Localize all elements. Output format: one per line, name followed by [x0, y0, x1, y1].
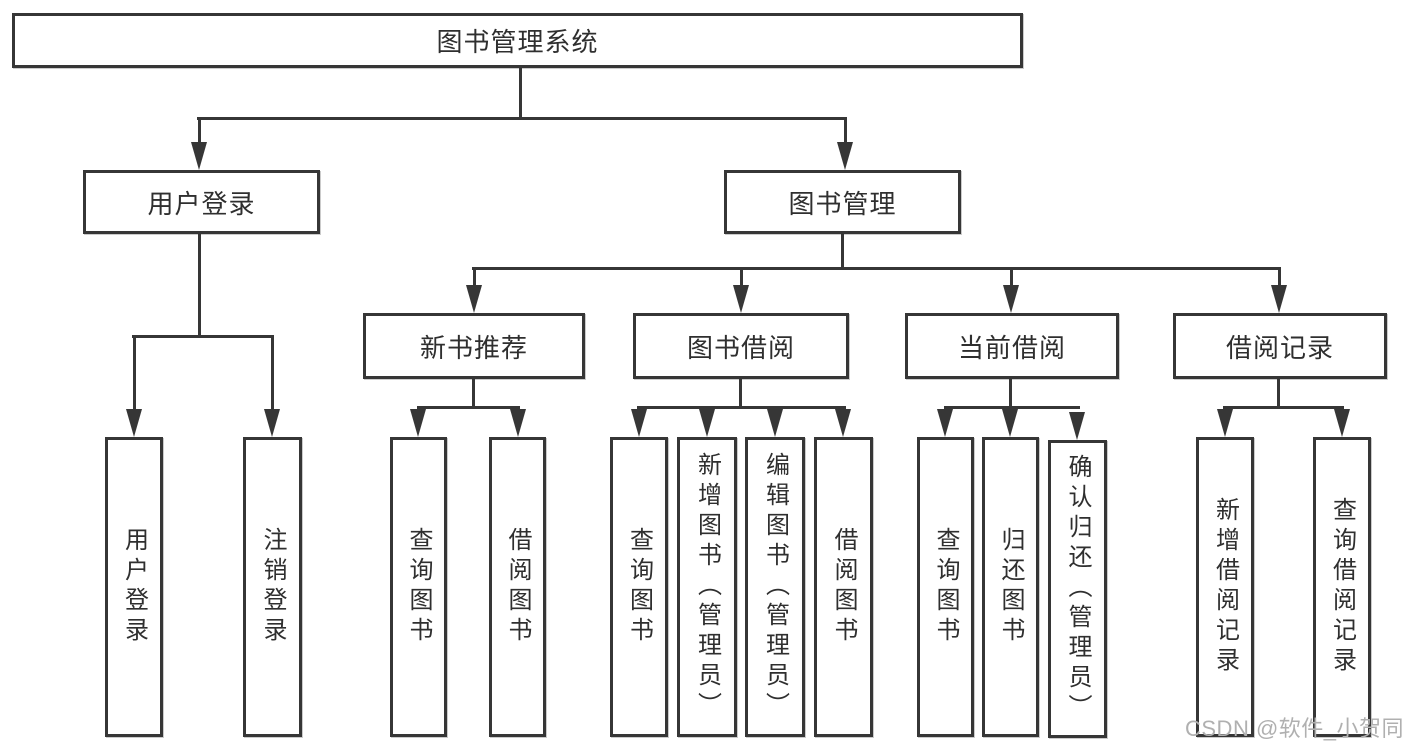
leaf-query-borrow-record: 查询借阅记录 [1313, 437, 1371, 737]
leaf-add-borrow-record: 新增借阅记录 [1196, 437, 1254, 737]
connector-line [1277, 379, 1280, 408]
connector-line [844, 117, 847, 145]
connector-line [1009, 379, 1012, 408]
node-book-borrowing: 图书借阅 [633, 313, 849, 379]
down-arrowhead [1217, 409, 1233, 437]
down-arrowhead [410, 409, 426, 437]
connector-line [841, 234, 844, 270]
leaf-user-login: 用户登录 [105, 437, 163, 737]
leaf-query-books-current: 查询图书 [917, 437, 974, 737]
watermark-csdn: CSDN @软件_小贺同学 [1185, 716, 1405, 741]
connector-line [198, 117, 201, 145]
connector-line [637, 406, 846, 409]
connector-line [1278, 267, 1281, 287]
down-arrowhead [1271, 285, 1287, 313]
down-arrowhead [1002, 409, 1018, 437]
down-arrowhead [767, 409, 783, 437]
node-current-borrowing: 当前借阅 [905, 313, 1119, 379]
node-book-management: 图书管理 [724, 170, 961, 234]
leaf-confirm-return-admin: 确认归还（管理员） [1048, 440, 1107, 738]
connector-line [472, 379, 475, 408]
down-arrowhead [699, 409, 715, 437]
connector-line [271, 335, 274, 410]
down-arrowhead [126, 409, 142, 437]
down-arrowhead [937, 409, 953, 437]
connector-line [132, 335, 274, 338]
connector-line [472, 267, 1281, 270]
down-arrowhead [631, 409, 647, 437]
down-arrowhead [1334, 409, 1350, 437]
down-arrowhead [466, 285, 482, 313]
down-arrowhead [191, 142, 207, 170]
down-arrowhead [510, 409, 526, 437]
leaf-query-books-recommend: 查询图书 [390, 437, 447, 737]
down-arrowhead [837, 142, 853, 170]
connector-line [473, 267, 476, 287]
connector-line [1010, 267, 1013, 287]
leaf-logout: 注销登录 [243, 437, 302, 737]
connector-line [519, 68, 522, 120]
connector-line [133, 335, 136, 410]
leaf-return-book: 归还图书 [982, 437, 1039, 737]
connector-line [1223, 406, 1344, 409]
connector-line [740, 267, 743, 287]
connector-line [944, 406, 1080, 409]
node-borrowing-records: 借阅记录 [1173, 313, 1387, 379]
connector-line [739, 379, 742, 408]
connector-line [198, 234, 201, 337]
down-arrowhead [1003, 285, 1019, 313]
down-arrowhead [264, 409, 280, 437]
connector-line [197, 117, 847, 120]
leaf-borrow-books-recommend: 借阅图书 [489, 437, 546, 737]
down-arrowhead [733, 285, 749, 313]
leaf-edit-book-admin: 编辑图书（管理员） [745, 437, 805, 737]
leaf-borrow-books: 借阅图书 [814, 437, 873, 737]
down-arrowhead [1069, 412, 1085, 440]
node-new-book-recommend: 新书推荐 [363, 313, 585, 379]
connector-line [417, 406, 520, 409]
leaf-query-books-borrow: 查询图书 [610, 437, 668, 737]
leaf-add-book-admin: 新增图书（管理员） [677, 437, 737, 737]
down-arrowhead [835, 409, 851, 437]
node-library-management-system: 图书管理系统 [12, 13, 1023, 68]
node-user-login: 用户登录 [83, 170, 320, 234]
